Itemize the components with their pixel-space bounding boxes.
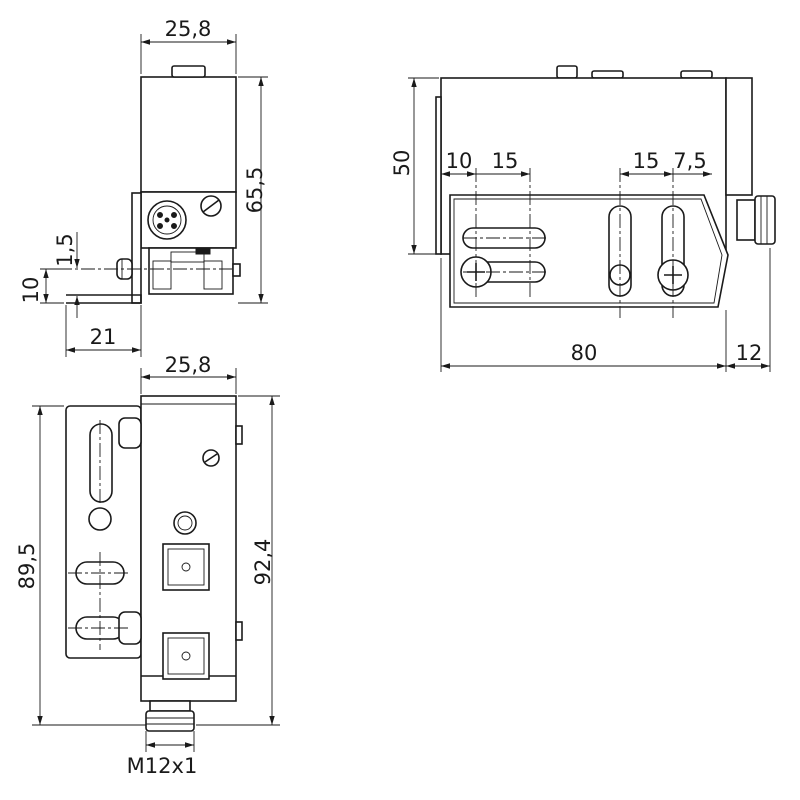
adjust-screw-icon [202,449,220,467]
dim-slot-d: 7,5 [673,149,706,173]
dim-bracket-height: 10 [19,277,43,304]
top-slot-1 [89,423,113,503]
adjust-screw-icon [200,195,222,217]
m12-thread-connector [145,700,195,732]
side-bracket [449,194,729,308]
m12-connector-icon [147,200,187,240]
dim-bracket-length: 89,5 [15,543,39,590]
top-view: 25,8 89,5 92,4 M12x1 [15,353,280,778]
side-view: 50 10 15 15 7,5 80 12 [390,65,776,372]
side-connector [736,195,776,245]
dim-slot-b: 15 [492,149,519,173]
dim-bracket-depth: 21 [90,325,117,349]
side-screw [232,263,241,277]
dim-bottom-width: 25,8 [165,353,212,377]
end-cap [725,77,753,196]
dim-offset-small: 1,5 [53,233,77,266]
button-upper [162,543,210,591]
dim-slot-c: 15 [633,149,660,173]
top-button [171,65,206,78]
dim-slot-a: 10 [446,149,473,173]
dim-connector-length: 12 [736,341,763,365]
button-lower [162,632,210,680]
indicator-led [173,511,197,535]
front-view: 25,8 65,5 1,5 10 21 [19,17,268,357]
clamp-block [148,247,234,295]
front-housing [140,76,237,193]
dim-length: 80 [571,341,598,365]
dim-top-width: 25,8 [165,17,212,41]
dim-body-length: 92,4 [251,539,275,586]
dim-thread: M12x1 [127,754,198,778]
dim-height-total: 65,5 [243,167,267,214]
bracket-foot [66,294,142,304]
dim-side-height: 50 [390,150,414,177]
bracket-plate [131,192,142,304]
